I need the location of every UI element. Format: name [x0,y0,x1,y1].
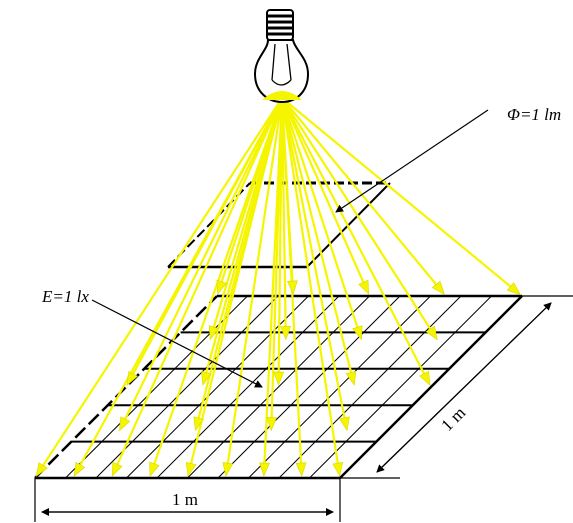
grid-column-line [309,295,492,479]
ray-arrowhead [266,417,278,432]
light-ray [281,97,514,290]
light-ray [280,97,340,467]
ray-arrowhead [259,462,270,477]
light-bulb-icon [253,9,310,104]
light-ray [280,97,287,330]
light-ray [211,97,284,331]
grid-column-line [126,295,309,479]
grid-column-line [156,295,340,479]
ray-arrowhead [273,371,285,386]
grid-column-line [65,295,248,479]
width-label: 1 m [172,490,198,509]
light-ray [122,97,283,423]
light-ray [280,97,366,286]
light-ray [280,97,347,421]
light-ray [280,97,360,331]
ray-arrowhead [201,370,212,386]
ray-arrowhead [35,462,48,478]
ray-arrowhead [185,461,197,477]
ray-arrowhead [193,416,204,432]
width-dimension [34,478,341,522]
light-ray [281,97,433,332]
light-ray [281,97,439,288]
ray-arrowhead [119,416,131,432]
light-ray [280,97,353,376]
ray-arrowhead [425,325,438,341]
light-ray [115,97,284,468]
grid-column-line [217,295,401,479]
ray-arrowhead [352,325,363,341]
ray-arrowhead [339,416,350,432]
ray-arrowhead [332,462,344,477]
light-ray [219,97,284,285]
light-ray [226,97,284,467]
ray-arrowhead [222,462,234,477]
ray-arrowhead [345,370,357,386]
ray-arrowhead [431,280,446,296]
light-ray [130,97,283,377]
illuminance-label: E=1 lx [41,287,89,306]
ray-arrowhead [286,280,298,295]
ray-arrowhead [419,370,431,386]
depth-label: 1 m [437,403,469,435]
grid-column-line [34,295,218,479]
ray-arrowhead [506,282,522,296]
light-ray [280,97,294,285]
ray-arrowhead [358,279,370,295]
light-ray [40,97,283,469]
grid-column-line [278,295,462,479]
ray-arrowhead [149,461,160,477]
flux-leader-line [335,109,489,213]
light-rays [35,97,522,478]
ray-arrowhead [295,462,307,477]
grid-column-line [339,295,523,479]
light-ray [277,97,284,376]
flux-label: Φ=1 lm [507,105,561,124]
ray-arrowhead [111,461,123,477]
light-ray [281,97,427,377]
ray-arrowhead [126,370,139,386]
ray-arrowhead [73,461,86,477]
illuminance-leader-line [91,299,263,388]
ray-arrowhead [216,279,227,295]
depth-dimension [340,295,573,479]
ray-arrowhead [280,326,292,341]
ray-arrowhead [208,325,220,341]
